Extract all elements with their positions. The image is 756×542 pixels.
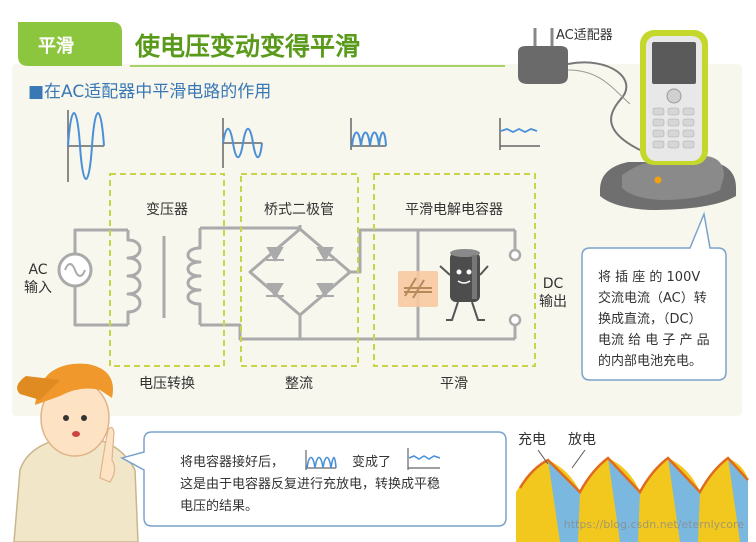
discharge-area bbox=[548, 458, 748, 542]
transformer-secondary-coil bbox=[186, 228, 202, 325]
ripple-outline bbox=[518, 456, 749, 495]
block-boxes bbox=[109, 173, 536, 367]
circuit bbox=[57, 225, 517, 341]
speech-line3: 电压的结果。 bbox=[180, 498, 258, 514]
note-callout: 将 插 座 的 100V 交流电流（AC）转 换成直流，（DC） 电流 给 电 … bbox=[581, 211, 727, 381]
block-label-bridge: 桥式二极管 bbox=[264, 202, 334, 218]
capacitor-symbol bbox=[398, 271, 438, 307]
phone-dock-illustration bbox=[600, 30, 736, 210]
diagram-panel bbox=[12, 64, 742, 416]
waveform-ac-input-icon bbox=[67, 110, 105, 182]
stage-label-rectify: 整流 bbox=[285, 376, 313, 392]
speech-line2: 这是由于电容器反复进行充放电，转换成平稳 bbox=[180, 476, 440, 492]
inline-rectified-wave-icon bbox=[305, 450, 337, 470]
legend-charge: 充电 bbox=[518, 432, 546, 448]
transformer-block bbox=[109, 173, 225, 367]
charge-discharge-graphic: 充电 放电 bbox=[516, 432, 749, 542]
note-line-4: 电流 给 电 子 产 品 bbox=[598, 333, 710, 348]
legend-discharge: 放电 bbox=[568, 432, 596, 448]
waveform-ac-low-icon bbox=[222, 118, 263, 168]
speech-callout: 将电容器接好后， 变成了 这是由于电容器反复进行充放电，转换成平稳 电压的结果。 bbox=[120, 431, 507, 527]
waveform-smoothed-icon bbox=[499, 118, 540, 150]
block-label-capacitor: 平滑电解电容器 bbox=[405, 201, 503, 218]
block-label-transformer: 变压器 bbox=[146, 202, 188, 218]
character-illustration bbox=[13, 363, 139, 542]
diodes bbox=[266, 247, 334, 298]
dc-output-label-line1: DC bbox=[543, 276, 564, 292]
header: 平滑 使电压变动变得平滑 ■在AC适配器中平滑电路的作用 bbox=[18, 22, 505, 102]
diode-icon bbox=[266, 247, 284, 262]
stage-label-voltage: 电压转换 bbox=[139, 375, 195, 392]
section-title: ■在AC适配器中平滑电路的作用 bbox=[28, 82, 271, 102]
inline-smoothed-wave-icon bbox=[407, 448, 441, 470]
capacitor-character-icon bbox=[439, 249, 489, 321]
dc-output-terminal-bottom bbox=[508, 313, 522, 327]
dc-output-label-line2: 输出 bbox=[539, 294, 567, 310]
ac-input-label-line1: AC bbox=[28, 262, 47, 278]
adapter-label: AC适配器 bbox=[556, 28, 613, 43]
speech-line1-a: 将电容器接好后， bbox=[180, 454, 284, 470]
page-title: 使电压变动变得平滑 bbox=[134, 32, 360, 61]
waveform-rectified-icon bbox=[350, 118, 387, 150]
note-line-1: 将 插 座 的 100V bbox=[598, 269, 700, 285]
diode-icon bbox=[266, 283, 284, 298]
note-line-5: 的内部电池充电。 bbox=[598, 353, 702, 369]
diode-icon bbox=[316, 283, 334, 298]
ac-input-label-line2: 输入 bbox=[24, 280, 52, 296]
header-tag-badge bbox=[18, 22, 122, 66]
watermark: https://blog.csdn.net/eternlycore bbox=[564, 518, 744, 531]
speech-line1-b: 变成了 bbox=[352, 454, 391, 470]
diode-icon bbox=[316, 247, 334, 262]
note-line-2: 交流电流（AC）转 bbox=[598, 290, 707, 306]
header-tag: 平滑 bbox=[38, 36, 74, 57]
note-line-3: 换成直流，（DC） bbox=[598, 312, 702, 327]
dc-output-terminal-top bbox=[508, 248, 522, 262]
ac-adapter-plug: AC适配器 bbox=[518, 28, 641, 151]
transformer-primary-coil bbox=[126, 230, 142, 325]
bridge-block bbox=[240, 173, 359, 367]
stage-label-smooth: 平滑 bbox=[440, 375, 468, 392]
smoothing-block bbox=[373, 173, 536, 367]
